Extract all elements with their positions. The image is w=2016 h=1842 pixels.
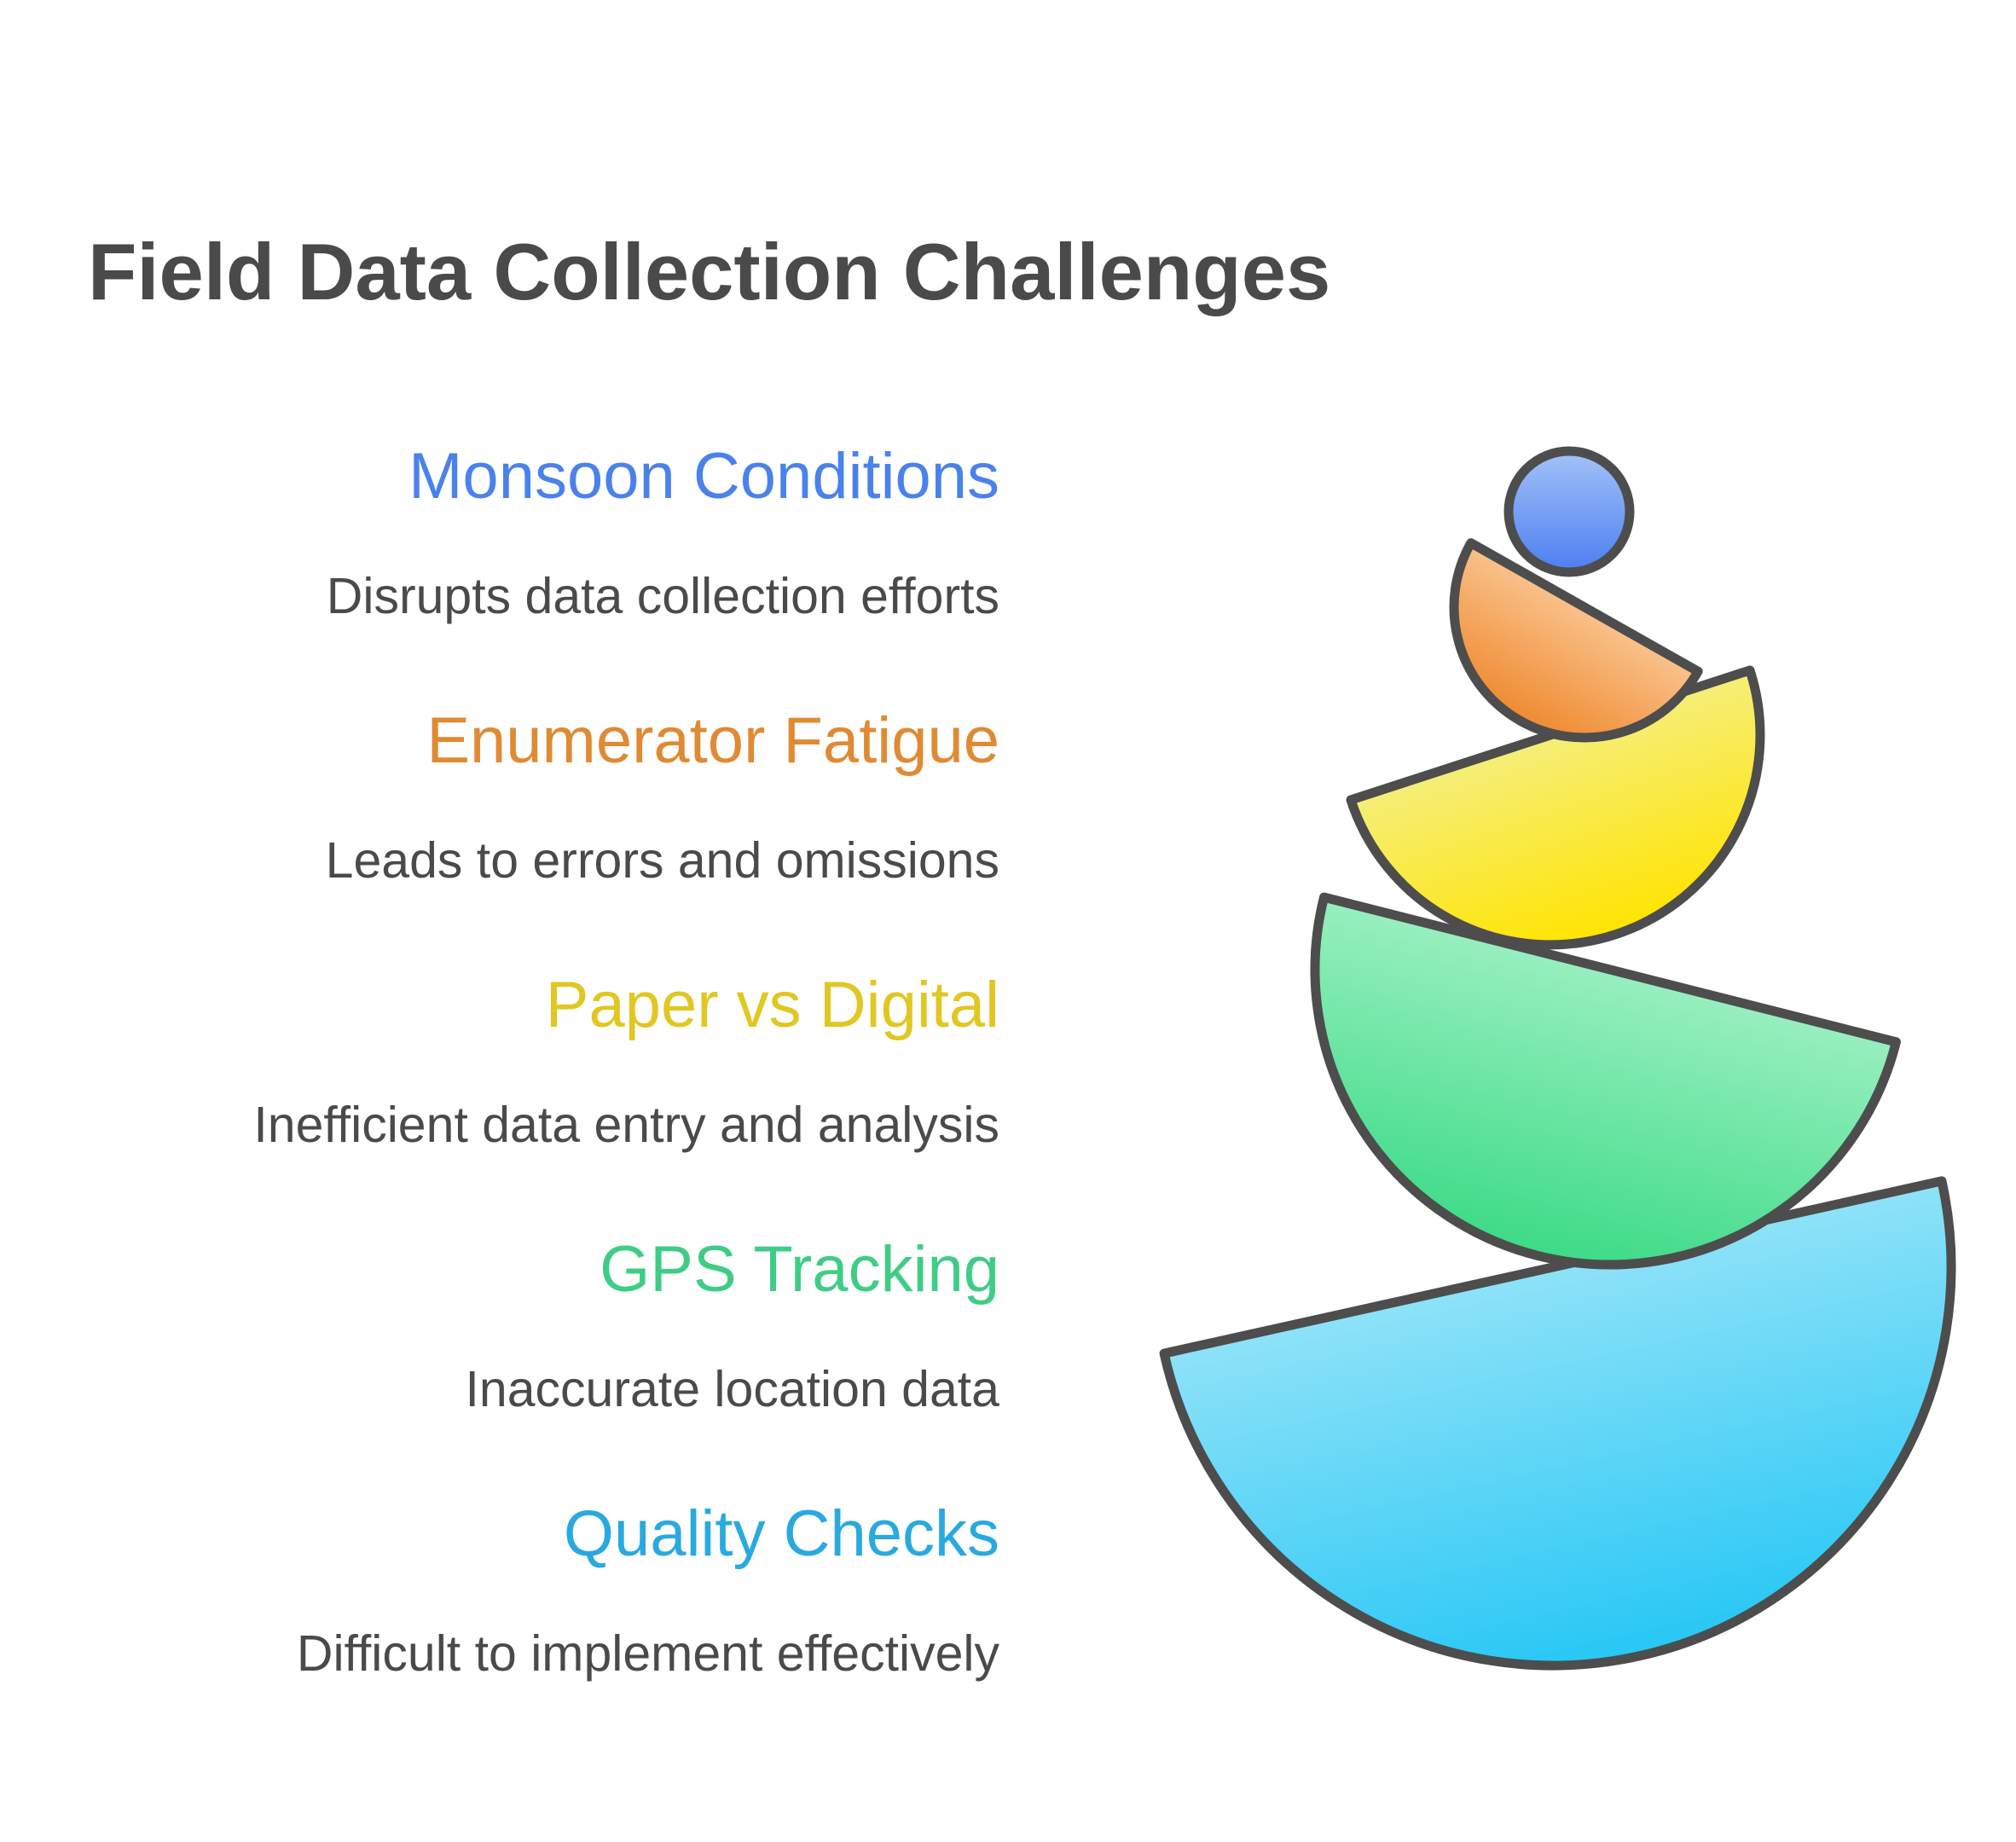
heading-enumerator-fatigue: Enumerator Fatigue: [426, 704, 999, 777]
gps-tracking-semicircle: [1310, 892, 1901, 1270]
heading-gps-tracking: GPS Tracking: [600, 1233, 999, 1306]
balancing-semicircle-stack: [1159, 446, 1956, 1671]
quality-checks-semicircle: [1159, 1176, 1956, 1671]
description-gps-tracking: Inaccurate location data: [465, 1361, 999, 1417]
description-monsoon-conditions: Disrupts data collection efforts: [326, 568, 999, 624]
challenge-list: Monsoon Conditions Disrupts data collect…: [0, 0, 999, 1842]
paper-vs-digital-semicircle: [1346, 665, 1765, 950]
enumerator-fatigue-semicircle: [1449, 538, 1703, 743]
heading-paper-vs-digital: Paper vs Digital: [545, 969, 999, 1041]
description-enumerator-fatigue: Leads to errors and omissions: [325, 832, 999, 889]
heading-monsoon-conditions: Monsoon Conditions: [408, 440, 999, 513]
monsoon-conditions-circle: [1503, 446, 1635, 577]
page-title: Field Data Collection Challenges: [88, 226, 1331, 316]
description-quality-checks: Difficult to implement effectively: [296, 1625, 999, 1682]
description-paper-vs-digital: Inefficient data entry and analysis: [253, 1097, 999, 1153]
heading-quality-checks: Quality Checks: [563, 1497, 999, 1570]
